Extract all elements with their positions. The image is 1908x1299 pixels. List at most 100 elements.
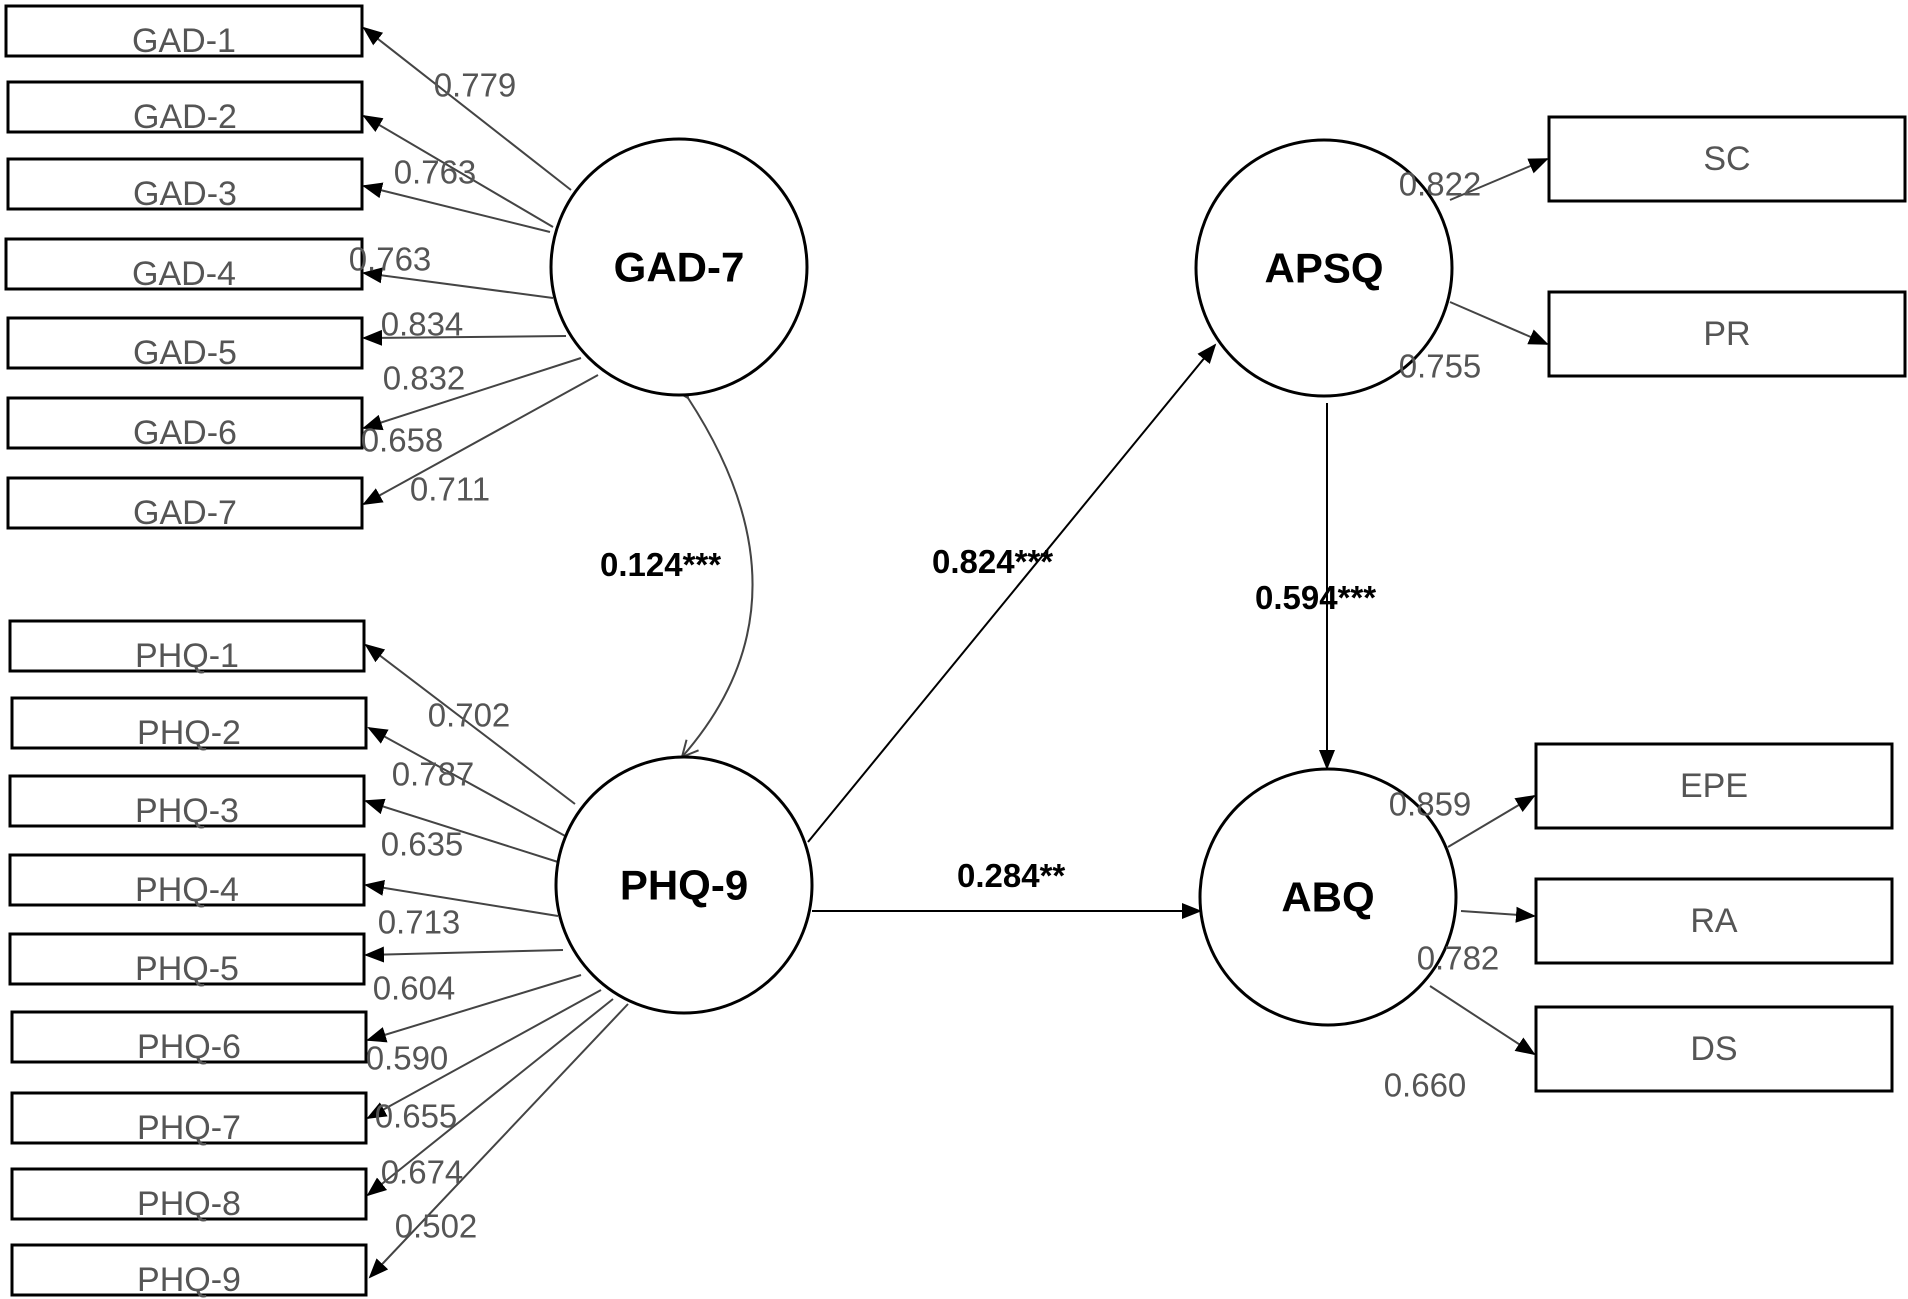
- coef-phq9-abq-value: 0.284: [957, 857, 1040, 894]
- phq-item-label-8: PHQ-8: [137, 1185, 241, 1223]
- gad-item-box-6: [6, 396, 364, 450]
- coef-phq9-apsq: 0.824***: [932, 543, 1053, 580]
- latent-abq: ABQ: [1198, 767, 1458, 1027]
- gad-item-box-1: [4, 4, 364, 58]
- phq-item-loading-arrow-6: [366, 974, 582, 1043]
- latent-label-gad7: GAD-7: [614, 244, 745, 291]
- phq-item-loading-arrow-5: [364, 946, 564, 963]
- gad-item-box-4: [4, 237, 364, 291]
- phq-item-box-9: [10, 1243, 368, 1297]
- phq-item-loading-value-8: 0.674: [381, 1154, 464, 1191]
- phq-item-loading-arrow-9: [368, 1003, 629, 1279]
- abq-item-box-1: [1534, 742, 1894, 830]
- gad-item-loading-value-6: 0.658: [361, 422, 444, 459]
- coef-apsq-abq-value: 0.594: [1255, 579, 1338, 616]
- gad-item-label-7: GAD-7: [133, 494, 237, 532]
- abq-item-label-3: DS: [1690, 1030, 1737, 1068]
- apsq-item-loading-value-1: 0.822: [1399, 166, 1482, 203]
- latent-label-apsq: APSQ: [1264, 245, 1383, 292]
- latent-label-abq: ABQ: [1281, 874, 1374, 921]
- gad-item-box-5: [6, 316, 364, 370]
- phq-item-box-2: [10, 696, 368, 750]
- phq-item-label-6: PHQ-6: [137, 1028, 241, 1066]
- abq-item-loading-arrow-2: [1460, 906, 1536, 923]
- phq-item-box-1: [8, 619, 366, 673]
- apsq-item-loading-arrow-1: [1449, 158, 1549, 201]
- phq-item-label-5: PHQ-5: [135, 950, 239, 988]
- latent-label-phq9: PHQ-9: [620, 862, 748, 909]
- phq-item-box-4: [8, 853, 366, 907]
- phq-item-label-9: PHQ-9: [137, 1261, 241, 1299]
- gad-item-label-3: GAD-3: [133, 175, 237, 213]
- covariance-path-gad7-phq9: [682, 398, 754, 757]
- coef-phq9-abq: 0.284**: [957, 857, 1065, 894]
- gad-item-loading-value-3: 0.763: [349, 241, 432, 278]
- phq-item-box-7: [10, 1091, 368, 1145]
- gad-item-loading-value-4: 0.834: [381, 306, 464, 343]
- coef-phq9-apsq-value: 0.824: [932, 543, 1015, 580]
- latent-circle-abq: [1198, 767, 1458, 1027]
- latent-apsq: APSQ: [1194, 138, 1454, 398]
- gad-item-label-1: GAD-1: [132, 22, 236, 60]
- abq-item-loading-value-2: 0.782: [1417, 940, 1500, 977]
- phq-item-box-5: [8, 932, 366, 986]
- path-phq9-apsq: [807, 343, 1217, 843]
- coef-gad7-phq9: 0.124***: [600, 546, 721, 583]
- latent-circle-apsq: [1194, 138, 1454, 398]
- apsq-item-box-1: [1547, 115, 1907, 203]
- phq-item-box-8: [10, 1167, 368, 1221]
- gad-item-loading-arrow-5: [362, 329, 567, 346]
- coef-gad7-phq9-sig: ***: [683, 546, 722, 583]
- phq-item-loading-value-3: 0.635: [381, 826, 464, 863]
- latent-gad7: GAD-7: [549, 137, 809, 397]
- phq-item-loading-value-4: 0.713: [378, 904, 461, 941]
- phq-item-loading-arrow-7: [366, 989, 602, 1119]
- indicator-boxes: GAD-1GAD-2GAD-3GAD-4GAD-5GAD-6GAD-7PHQ-1…: [4, 4, 1907, 1299]
- coef-phq9-apsq-sig: ***: [1015, 543, 1054, 580]
- gad-item-loading-arrow-1: [362, 26, 572, 191]
- phq-item-box-3: [8, 774, 366, 828]
- gad-item-label-4: GAD-4: [132, 255, 236, 293]
- abq-item-loading-value-3: 0.660: [1384, 1067, 1467, 1104]
- phq-item-loading-arrow-2: [367, 727, 568, 838]
- apsq-item-loading-arrow-2: [1449, 301, 1549, 345]
- phq-item-loading-arrow-3: [364, 798, 559, 863]
- gad-item-label-6: GAD-6: [133, 414, 237, 452]
- phq-item-loading-value-2: 0.787: [392, 756, 475, 793]
- gad-item-loading-arrow-4: [362, 267, 554, 299]
- phq-item-label-3: PHQ-3: [135, 792, 239, 830]
- phq-item-label-1: PHQ-1: [135, 637, 239, 675]
- abq-item-label-1: EPE: [1680, 767, 1748, 805]
- phq-item-box-6: [10, 1010, 368, 1064]
- gad-item-box-2: [6, 80, 364, 134]
- latent-circle-phq9: [554, 755, 814, 1015]
- gad-item-label-2: GAD-2: [133, 98, 237, 136]
- coef-phq9-abq-sig: **: [1040, 857, 1066, 894]
- gad-item-loading-value-2: 0.763: [394, 154, 477, 191]
- abq-item-loading-value-1: 0.859: [1389, 786, 1472, 823]
- phq-item-loading-arrow-4: [364, 879, 559, 917]
- phq-item-loading-value-6: 0.590: [366, 1040, 449, 1077]
- loading-arrows: [362, 26, 1549, 1279]
- gad-item-label-5: GAD-5: [133, 334, 237, 372]
- abq-item-label-2: RA: [1690, 902, 1738, 940]
- loading-labels: 0.7790.7630.7630.8340.8320.6580.7110.702…: [349, 67, 1500, 1245]
- apsq-item-box-2: [1547, 290, 1907, 378]
- latent-phq9: PHQ-9: [554, 755, 814, 1015]
- phq-item-loading-arrow-1: [364, 643, 576, 805]
- phq-item-loading-value-9: 0.502: [395, 1208, 478, 1245]
- phq-item-loading-value-5: 0.604: [373, 970, 456, 1007]
- phq-item-loading-value-7: 0.655: [375, 1098, 458, 1135]
- phq-item-label-7: PHQ-7: [137, 1109, 241, 1147]
- phq-item-loading-value-1: 0.702: [428, 697, 511, 734]
- gad-item-loading-arrow-3: [362, 182, 551, 233]
- gad-item-loading-arrow-7: [362, 374, 599, 505]
- apsq-item-label-2: PR: [1703, 315, 1750, 353]
- phq-item-label-2: PHQ-2: [137, 714, 241, 752]
- gad-item-loading-value-1: 0.779: [434, 67, 517, 104]
- gad-item-loading-value-5: 0.832: [383, 360, 466, 397]
- coef-apsq-abq-sig: ***: [1338, 579, 1377, 616]
- latent-circle-gad7: [549, 137, 809, 397]
- gad-item-box-3: [6, 157, 364, 211]
